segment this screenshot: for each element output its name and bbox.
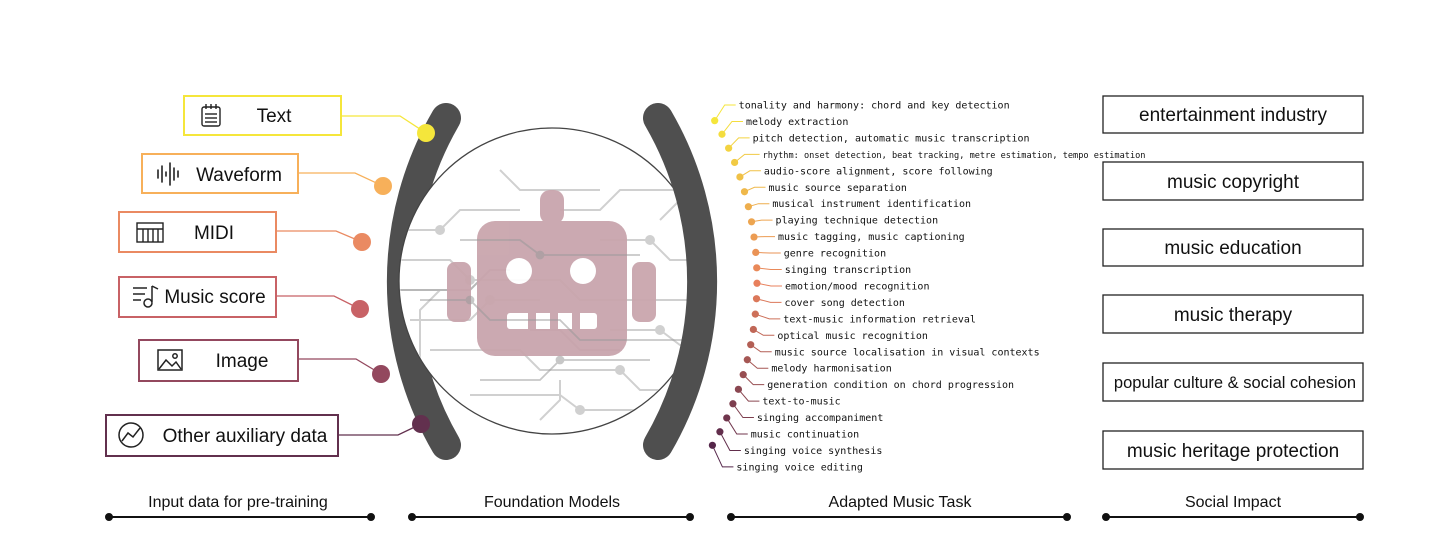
input-box-midi bbox=[118, 211, 277, 253]
music-score-icon bbox=[133, 285, 159, 308]
task-label: singing transcription bbox=[785, 265, 911, 276]
task-connector bbox=[721, 120, 743, 135]
task-label: music continuation bbox=[751, 430, 859, 441]
task-connector bbox=[726, 417, 748, 435]
task-connector bbox=[714, 104, 736, 121]
task-connector bbox=[748, 203, 770, 208]
input-box-text bbox=[183, 95, 342, 136]
input-label-text: Text bbox=[257, 106, 293, 127]
input-dot-text bbox=[417, 124, 435, 142]
input-label-waveform: Waveform bbox=[196, 165, 282, 186]
input-label-other: Other auxiliary data bbox=[163, 426, 328, 447]
section-title-input: Input data for pre-training bbox=[148, 494, 328, 511]
task-label: optical music recognition bbox=[777, 331, 928, 342]
task-label: music source separation bbox=[768, 183, 906, 194]
input-connectors bbox=[276, 115, 427, 436]
input-dots bbox=[351, 124, 435, 433]
impact-label-education: music education bbox=[1164, 238, 1301, 259]
impact-box-entertainment bbox=[1102, 95, 1364, 134]
task-connector bbox=[750, 344, 772, 353]
task-label: melody extraction bbox=[746, 117, 848, 128]
task-connector bbox=[756, 267, 782, 270]
task-connector bbox=[739, 170, 761, 178]
task-connector bbox=[732, 403, 754, 419]
task-connector bbox=[746, 359, 769, 369]
task-label: music source localisation in visual cont… bbox=[775, 347, 1040, 358]
waveform-icon bbox=[157, 162, 179, 186]
input-dot-other bbox=[412, 415, 430, 433]
task-label: generation condition on chord progressio… bbox=[767, 380, 1014, 391]
task-label: singing voice editing bbox=[736, 462, 862, 473]
task-label: playing technique detection bbox=[776, 216, 939, 227]
task-connector bbox=[744, 186, 766, 193]
task-connector bbox=[756, 298, 782, 303]
task-connector bbox=[711, 445, 734, 468]
task-label: text-to-music bbox=[762, 397, 840, 408]
impact-label-entertainment: entertainment industry bbox=[1139, 105, 1327, 126]
task-label: emotion/mood recognition bbox=[785, 281, 930, 292]
impact-box-heritage bbox=[1102, 430, 1364, 470]
task-connector bbox=[753, 329, 775, 336]
input-box-other bbox=[105, 414, 339, 457]
input-box-music-score bbox=[118, 276, 277, 318]
impact-label-heritage: music heritage protection bbox=[1127, 441, 1339, 462]
task-connector bbox=[742, 374, 765, 386]
impact-box-education bbox=[1102, 228, 1364, 267]
impact-label-therapy: music therapy bbox=[1174, 305, 1293, 326]
section-lines bbox=[105, 513, 1364, 521]
impact-label-copyright: music copyright bbox=[1167, 172, 1300, 193]
task-label: music tagging, music captioning bbox=[778, 232, 965, 243]
task-connector bbox=[719, 431, 741, 451]
task-label: text-music information retrieval bbox=[783, 314, 976, 325]
input-label-music-score: Music score bbox=[164, 287, 265, 308]
image-icon bbox=[157, 349, 183, 371]
impact-boxes bbox=[1102, 95, 1364, 470]
notepad-icon bbox=[201, 104, 221, 127]
section-title-social: Social Impact bbox=[1185, 494, 1282, 511]
task-label: tonality and harmony: chord and key dete… bbox=[739, 101, 1010, 112]
task-labels: tonality and harmony: chord and key dete… bbox=[736, 101, 1145, 474]
input-label-image: Image bbox=[216, 351, 269, 372]
task-label: rhythm: onset detection, beat tracking, … bbox=[763, 151, 1146, 161]
task-connector bbox=[755, 251, 781, 254]
task-label: cover song detection bbox=[785, 298, 905, 309]
section-title-foundation: Foundation Models bbox=[484, 494, 620, 511]
impact-box-copyright bbox=[1102, 161, 1364, 201]
input-boxes bbox=[105, 95, 342, 457]
impact-label-culture: popular culture & social cohesion bbox=[1114, 374, 1356, 392]
task-label: musical instrument identification bbox=[772, 199, 971, 210]
task-connector bbox=[738, 389, 760, 402]
task-label: pitch detection, automatic music transcr… bbox=[753, 133, 1030, 144]
task-label: genre recognition bbox=[784, 249, 886, 260]
task-label: singing accompaniment bbox=[757, 413, 883, 424]
input-dot-waveform bbox=[374, 177, 392, 195]
section-title-adapted: Adapted Music Task bbox=[829, 494, 973, 511]
task-connector bbox=[755, 313, 781, 320]
impact-box-therapy bbox=[1102, 294, 1364, 334]
input-box-waveform bbox=[141, 153, 299, 194]
task-label: audio-score alignment, score following bbox=[764, 166, 993, 177]
task-label: melody harmonisation bbox=[771, 364, 891, 375]
task-connector bbox=[728, 137, 750, 149]
input-dot-image bbox=[372, 365, 390, 383]
input-dot-midi bbox=[353, 233, 371, 251]
input-dot-music-score bbox=[351, 300, 369, 318]
foundation-model-circle bbox=[398, 127, 706, 435]
task-connector bbox=[734, 153, 760, 163]
task-label: singing voice synthesis bbox=[744, 446, 882, 457]
task-connectors bbox=[711, 104, 782, 468]
input-label-midi: MIDI bbox=[194, 223, 234, 244]
trend-chart-icon bbox=[118, 422, 144, 448]
impact-box-culture bbox=[1102, 362, 1364, 402]
task-arc bbox=[643, 103, 718, 460]
task-connector bbox=[751, 219, 773, 223]
task-connector bbox=[756, 282, 782, 287]
piano-keys-icon bbox=[136, 222, 164, 243]
